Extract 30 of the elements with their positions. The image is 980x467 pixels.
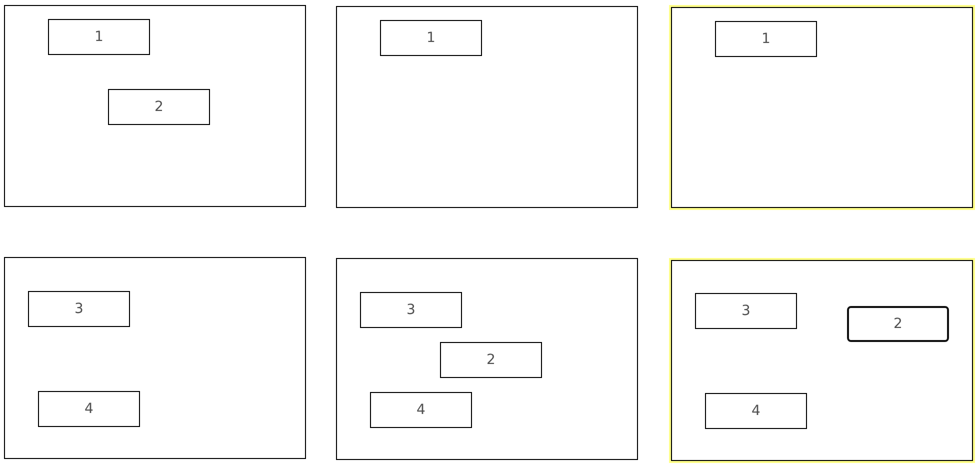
box-number: 4 (84, 401, 94, 417)
box-number: 3 (406, 302, 416, 318)
numbered-box (715, 21, 817, 57)
canvas-panel (4, 5, 306, 207)
numbered-box (705, 393, 807, 429)
numbered-box (28, 291, 130, 327)
selected-box (847, 306, 949, 342)
numbered-box (380, 20, 482, 56)
numbered-box (48, 19, 150, 55)
box-number: 2 (894, 316, 902, 332)
box-number: 1 (762, 31, 770, 47)
box-number: 4 (416, 402, 426, 418)
canvas-panel (4, 257, 306, 459)
box-number: 4 (752, 403, 760, 419)
numbered-box (108, 89, 210, 125)
box-number: 2 (486, 352, 496, 368)
box-number: 1 (94, 29, 104, 45)
numbered-box (370, 392, 472, 428)
highlighted-panel (669, 258, 975, 463)
box-number: 2 (154, 99, 164, 115)
box-number: 1 (426, 30, 436, 46)
canvas-panel (336, 258, 638, 460)
numbered-box (360, 292, 462, 328)
numbered-box (440, 342, 542, 378)
box-number: 3 (742, 303, 750, 319)
numbered-box (38, 391, 140, 427)
box-number: 3 (74, 301, 84, 317)
highlighted-panel (669, 5, 975, 210)
canvas-panel (336, 6, 638, 208)
numbered-box (695, 293, 797, 329)
